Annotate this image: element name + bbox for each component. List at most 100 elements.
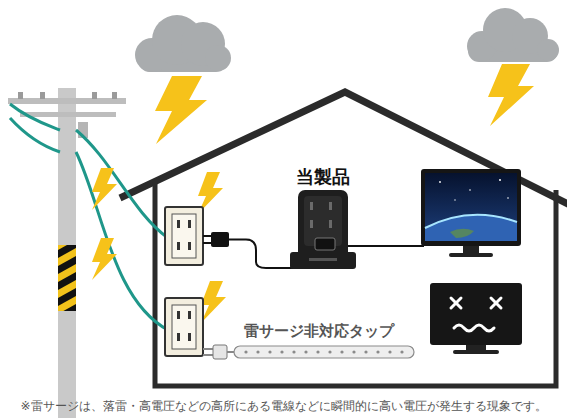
- eye-stroke: [491, 298, 501, 308]
- house-interior: [155, 92, 556, 386]
- footnote-caption: ※雷サージは、落雷・高電圧などの高所にある電線などに瞬間的に高い電圧が発生する現…: [0, 399, 567, 413]
- socket-slot: [188, 220, 191, 228]
- power-strip: [203, 345, 414, 359]
- wall-outlet: [165, 298, 203, 356]
- monitor-base: [449, 253, 493, 257]
- continent: [450, 229, 474, 238]
- surge-tap-device: [290, 190, 356, 269]
- star: [507, 197, 509, 199]
- monitor-frame: [421, 169, 521, 246]
- inserted-plug: [315, 238, 335, 250]
- cloud: [135, 15, 231, 72]
- node-label: 雷サージ非対応タップ: [244, 322, 394, 340]
- insulator: [112, 92, 117, 99]
- wall-outlet: [165, 207, 203, 265]
- strip-cord: [227, 351, 234, 353]
- power-line: [76, 152, 168, 330]
- star: [469, 189, 471, 191]
- star: [454, 199, 455, 200]
- eye-stroke: [451, 298, 461, 308]
- socket-slot: [188, 311, 191, 319]
- socket-slot: [177, 311, 180, 319]
- plug-body: [211, 232, 229, 247]
- insulator: [92, 92, 97, 99]
- stripe: [58, 304, 76, 311]
- stripe: [58, 272, 76, 290]
- monitor-stand: [463, 246, 479, 254]
- star: [439, 181, 441, 183]
- strip-socket: [316, 350, 319, 353]
- eye-stroke: [451, 298, 461, 308]
- strip-socket: [352, 350, 355, 353]
- warning-stripes: [58, 245, 76, 311]
- pole-shaft: [58, 88, 76, 418]
- power-cord: [229, 240, 298, 269]
- surge-bolt: [92, 238, 117, 280]
- socket-slot: [188, 242, 191, 250]
- stripe: [58, 288, 76, 306]
- x-eye: [451, 298, 501, 308]
- insulator: [18, 92, 23, 99]
- socket-slot: [177, 333, 180, 341]
- outlet-face: [172, 214, 196, 258]
- device-socket: [310, 220, 313, 228]
- product-node: 当製品: [285, 166, 361, 274]
- strip-socket: [304, 350, 307, 353]
- cloud: [467, 8, 559, 62]
- plug-prong: [203, 354, 214, 356]
- strip-socket: [388, 350, 391, 353]
- plug-body: [213, 345, 227, 359]
- cloud-puff: [205, 45, 231, 71]
- strip-socket: [376, 350, 379, 353]
- strip-socket: [364, 350, 367, 353]
- device-socket: [329, 220, 332, 228]
- plug-prong: [203, 348, 214, 350]
- usb-slot: [309, 258, 337, 261]
- surge-bolt: [201, 281, 226, 323]
- monitor-base: [453, 350, 499, 354]
- utility-pole: [8, 88, 126, 418]
- outlet-face: [172, 305, 196, 349]
- strip-socket: [256, 350, 259, 353]
- device-body: [298, 190, 348, 262]
- power-strip-node: 雷サージ非対応タップ: [212, 312, 417, 362]
- socket-slot: [177, 242, 180, 250]
- earth: [425, 215, 517, 241]
- strip-body: [234, 346, 414, 358]
- insulator: [40, 92, 45, 99]
- earth-glow: [425, 215, 517, 228]
- monitor-screen: [425, 173, 517, 241]
- strip-socket: [244, 350, 247, 353]
- outlet-plate: [165, 298, 203, 356]
- lightning-bolt: [155, 76, 207, 144]
- wavy-mouth: [454, 325, 494, 331]
- eye-stroke: [491, 298, 501, 308]
- monitor-broken: [430, 283, 522, 354]
- cloud-puff: [537, 39, 559, 61]
- device-socket: [329, 202, 332, 210]
- strip-socket: [292, 350, 295, 353]
- node-label: 当製品: [285, 166, 361, 188]
- strip-socket: [328, 350, 331, 353]
- strip-socket: [400, 350, 403, 353]
- device-base: [290, 252, 356, 269]
- monitor-working: [421, 169, 521, 257]
- stripe: [58, 256, 76, 274]
- monitor-frame: [430, 283, 522, 345]
- plug-prong: [203, 235, 212, 237]
- star: [499, 179, 501, 181]
- crossarm: [20, 112, 116, 117]
- monitor-cable: [336, 245, 424, 247]
- socket-slot: [188, 333, 191, 341]
- power-plug: [203, 232, 298, 268]
- surge-bolt: [92, 168, 117, 210]
- strip-socket: [340, 350, 343, 353]
- strip-socket: [268, 350, 271, 353]
- outlet-plate: [165, 207, 203, 265]
- crossarm: [8, 98, 126, 104]
- power-line: [10, 118, 60, 152]
- socket-slot: [177, 220, 180, 228]
- plug-prong: [203, 242, 212, 244]
- device-socket: [310, 202, 313, 210]
